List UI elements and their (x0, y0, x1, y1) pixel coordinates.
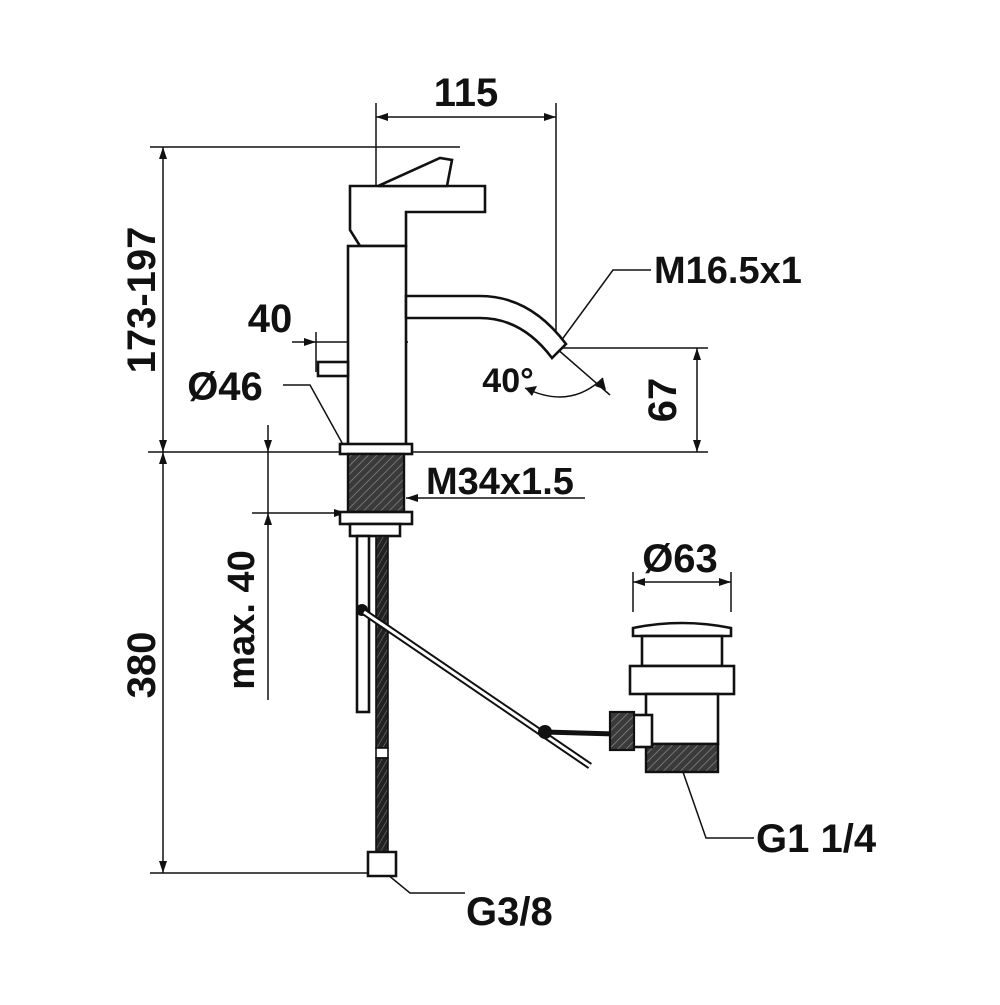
label-base-diameter: Ø46 (187, 365, 263, 409)
label-hose-connection: G3/8 (466, 890, 553, 934)
label-spout-thread: M16.5x1 (654, 250, 802, 292)
label-max-deck: max. 40 (221, 550, 263, 689)
label-height-range: 173-197 (120, 227, 164, 374)
dimension-arrows (159, 113, 731, 873)
faucet-body (316, 156, 568, 538)
label-hose-length: 380 (120, 632, 164, 699)
label-spout-height: 67 (641, 378, 685, 423)
label-spout-angle: 40° (482, 362, 533, 400)
supply-hose-and-rod (355, 534, 616, 878)
dimension-labels: 115 173-197 M16.5x1 40 40° Ø46 67 M34x1.… (120, 71, 877, 934)
label-waste-diameter: Ø63 (642, 537, 718, 581)
waste-fitting (608, 621, 736, 774)
label-lever-offset: 40 (248, 297, 293, 341)
label-waste-thread: G1 1/4 (756, 817, 877, 861)
label-spout-reach: 115 (434, 71, 499, 115)
label-mount-thread: M34x1.5 (426, 461, 574, 503)
